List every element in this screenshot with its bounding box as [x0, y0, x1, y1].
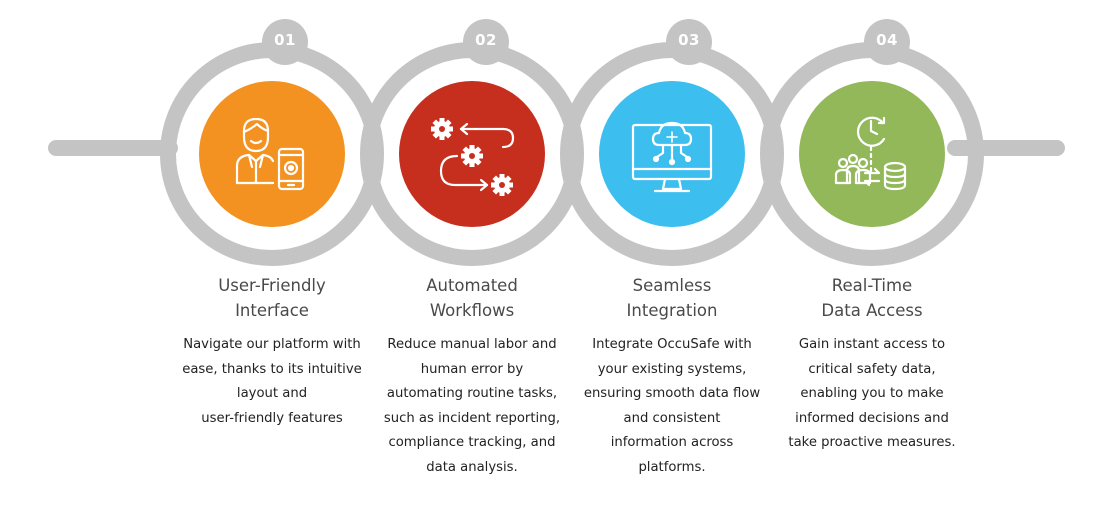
step-description: Reduce manual labor and human error by a…: [367, 333, 577, 481]
user-mobile-icon: [235, 117, 305, 191]
step-description: Gain instant access to critical safety d…: [767, 333, 977, 456]
description-line: take proactive measures.: [788, 435, 956, 451]
description-line: ensuring smooth data flow: [583, 386, 761, 402]
step-4: 04 Real-Time Data Access Gain instant ac…: [772, 0, 972, 521]
description-line: ease, thanks to its intuitive: [182, 361, 362, 377]
description-line: Reduce manual labor and: [387, 337, 557, 352]
data-access-icon: [834, 116, 907, 191]
description-line: layout and: [236, 386, 308, 402]
step-2: 02: [372, 0, 572, 521]
step-icon-circle: [799, 81, 945, 227]
description-line: enabling you to make: [800, 386, 944, 402]
step-description: Integrate OccuSafe with your existing sy…: [567, 333, 777, 481]
step-description: Navigate our platform with ease, thanks …: [167, 333, 377, 431]
description-line: information across: [610, 435, 734, 451]
description-line: data analysis.: [426, 459, 518, 475]
description-line: automating routine tasks,: [386, 386, 558, 402]
step-3: 03 Seamless Integration Integrate OccuSa…: [572, 0, 772, 521]
description-line: compliance tracking, and: [388, 435, 556, 451]
description-line: user-friendly features: [201, 410, 343, 426]
step-title: Automated Workflows: [372, 273, 572, 323]
title-line: Data Access: [821, 301, 923, 320]
workflow-gears-icon: [431, 118, 515, 196]
step-icon-circle: [399, 81, 545, 227]
step-number: 01: [274, 31, 296, 49]
description-line: human error by: [420, 361, 524, 377]
description-line: your existing systems,: [597, 361, 747, 377]
step-title: User-Friendly Interface: [172, 273, 372, 323]
step-1: 01 User-Friendly Interface Navigate our …: [172, 0, 372, 521]
title-line: User-Friendly: [218, 276, 326, 295]
description-line: Gain instant access to: [798, 337, 946, 352]
description-line: critical safety data,: [808, 361, 936, 377]
title-line: Integration: [626, 301, 718, 320]
step-icon-circle: [199, 81, 345, 227]
title-line: Interface: [235, 301, 309, 320]
title-line: Real-Time: [831, 276, 913, 295]
description-line: Navigate our platform with: [183, 337, 361, 352]
step-number: 03: [678, 31, 700, 49]
step-number: 02: [475, 31, 497, 49]
description-line: informed decisions and: [795, 410, 949, 426]
step-number: 04: [876, 31, 898, 49]
description-line: platforms.: [638, 459, 706, 475]
description-line: Integrate OccuSafe with: [592, 337, 752, 352]
step-title: Real-Time Data Access: [772, 273, 972, 323]
description-line: and consistent: [623, 410, 721, 426]
step-title: Seamless Integration: [572, 273, 772, 323]
title-line: Workflows: [429, 301, 515, 320]
cloud-monitor-icon: [631, 121, 713, 193]
title-line: Automated: [426, 276, 518, 295]
description-line: such as incident reporting,: [383, 410, 561, 426]
title-line: Seamless: [632, 276, 712, 295]
step-icon-circle: [599, 81, 745, 227]
